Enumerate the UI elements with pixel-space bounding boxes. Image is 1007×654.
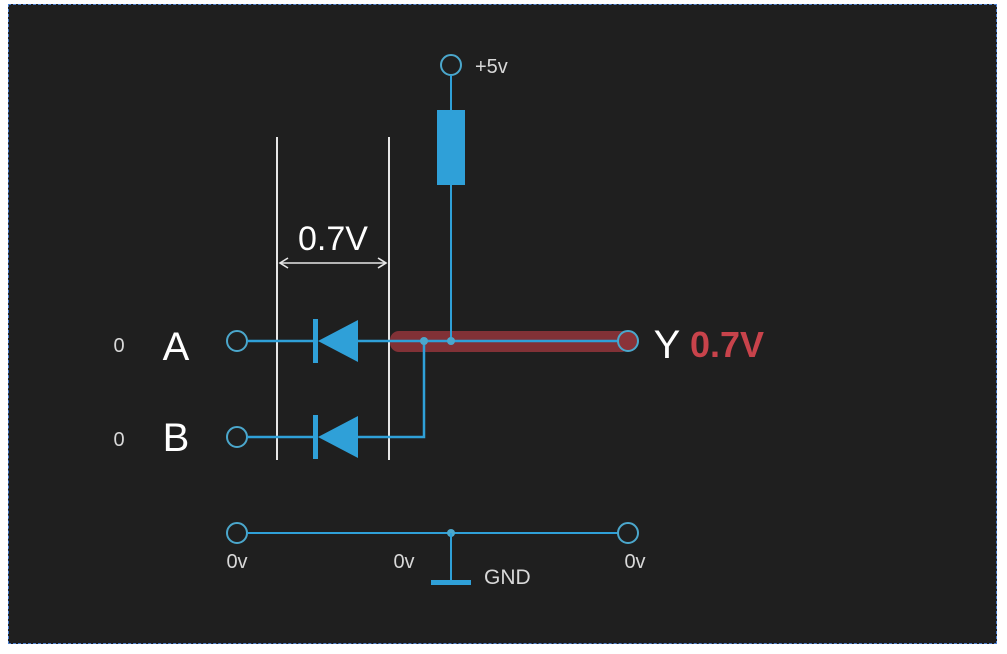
supply-terminal (440, 54, 462, 76)
diode-drop-label: 0.7V (298, 220, 368, 258)
junction-dot (447, 337, 455, 345)
supply-label: +5v (475, 56, 508, 78)
junction-dot (420, 337, 428, 345)
ground-terminal-right[interactable] (617, 522, 639, 544)
ground-terminal-left[interactable] (226, 522, 248, 544)
input-a-label: A (163, 325, 190, 369)
gnd-label: GND (484, 566, 531, 589)
ground-mid-label: 0v (393, 551, 414, 573)
output-y-terminal[interactable] (617, 330, 639, 352)
diode-b-output-wire (358, 341, 426, 439)
output-y-value: 0.7V (690, 324, 764, 365)
diagram-frame (8, 4, 997, 644)
diode-b (313, 415, 358, 459)
ground-left-label: 0v (226, 551, 247, 573)
dimension-arrow (278, 257, 388, 269)
input-b-terminal[interactable] (226, 426, 248, 448)
input-b-value: 0 (113, 429, 124, 451)
diode-a (313, 319, 358, 363)
pullup-resistor (437, 110, 465, 185)
ground-symbol (431, 580, 471, 585)
input-b-label: B (163, 416, 190, 460)
input-a-terminal[interactable] (226, 330, 248, 352)
output-y-label: Y (654, 323, 681, 367)
input-a-value: 0 (113, 335, 124, 357)
ground-right-label: 0v (624, 551, 645, 573)
